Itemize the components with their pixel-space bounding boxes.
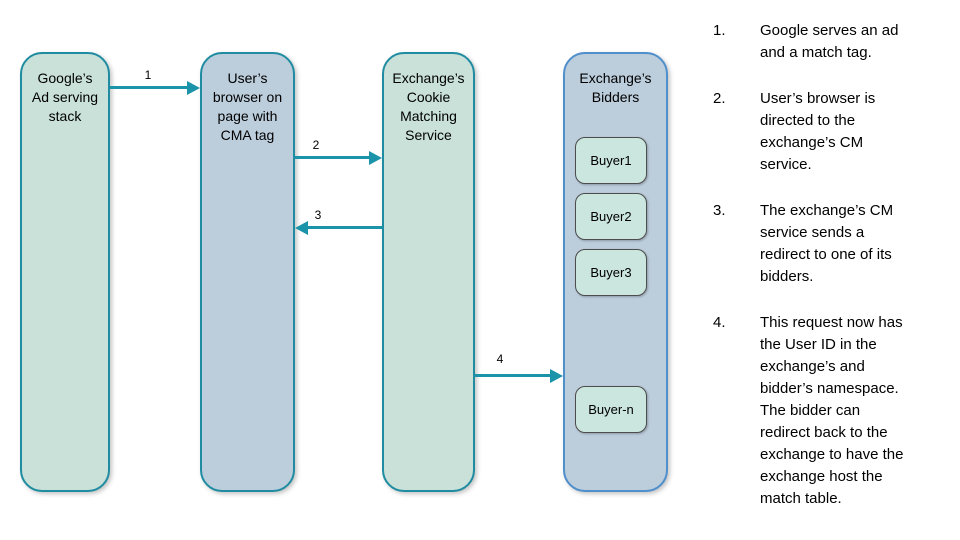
step-number: 3.	[713, 202, 726, 219]
arrow-3-cm-to-browser	[295, 220, 382, 235]
arrow-4-cm-to-bidders	[475, 368, 563, 383]
arrow-label-2: 2	[312, 138, 320, 152]
node-label: Exchange’s Cookie Matching Service	[392, 70, 465, 143]
step-text: This request now has the User ID in the …	[760, 314, 904, 507]
buyer-box-1: Buyer1	[575, 137, 647, 184]
arrow-label-3: 3	[314, 208, 322, 222]
node-label: User’s browser on page with CMA tag	[212, 70, 283, 143]
node-label: Google’s Ad serving stack	[31, 70, 99, 124]
step-number: 4.	[713, 314, 726, 331]
node-exchange-bidders: Exchange’s Bidders Buyer1 Buyer2 Buyer3 …	[563, 52, 668, 492]
node-users-browser: User’s browser on page with CMA tag	[200, 52, 295, 492]
step-text: The exchange’s CM service sends a redire…	[760, 202, 894, 285]
step-text: Google serves an ad and a match tag.	[760, 22, 899, 61]
arrow-label-4: 4	[496, 352, 504, 366]
buyer-box-n: Buyer-n	[575, 386, 647, 433]
step-item-3: 3. The exchange’s CM service sends a red…	[713, 200, 941, 288]
step-item-1: 1. Google serves an ad and a match tag.	[713, 20, 941, 64]
node-cookie-matching-service: Exchange’s Cookie Matching Service	[382, 52, 475, 492]
steps-list: 1. Google serves an ad and a match tag. …	[713, 20, 941, 534]
step-text: User’s browser is directed to the exchan…	[760, 90, 876, 173]
arrow-label-1: 1	[144, 68, 152, 82]
arrow-2-browser-to-cm	[295, 150, 382, 165]
step-item-4: 4. This request now has the User ID in t…	[713, 312, 941, 510]
buyer-box-3: Buyer3	[575, 249, 647, 296]
step-number: 2.	[713, 90, 726, 107]
step-number: 1.	[713, 22, 726, 39]
arrow-1-google-to-browser	[110, 80, 200, 95]
node-label: Exchange’s Bidders	[579, 70, 652, 105]
buyer-box-2: Buyer2	[575, 193, 647, 240]
node-google-ad-serving-stack: Google’s Ad serving stack	[20, 52, 110, 492]
step-item-2: 2. User’s browser is directed to the exc…	[713, 88, 941, 176]
